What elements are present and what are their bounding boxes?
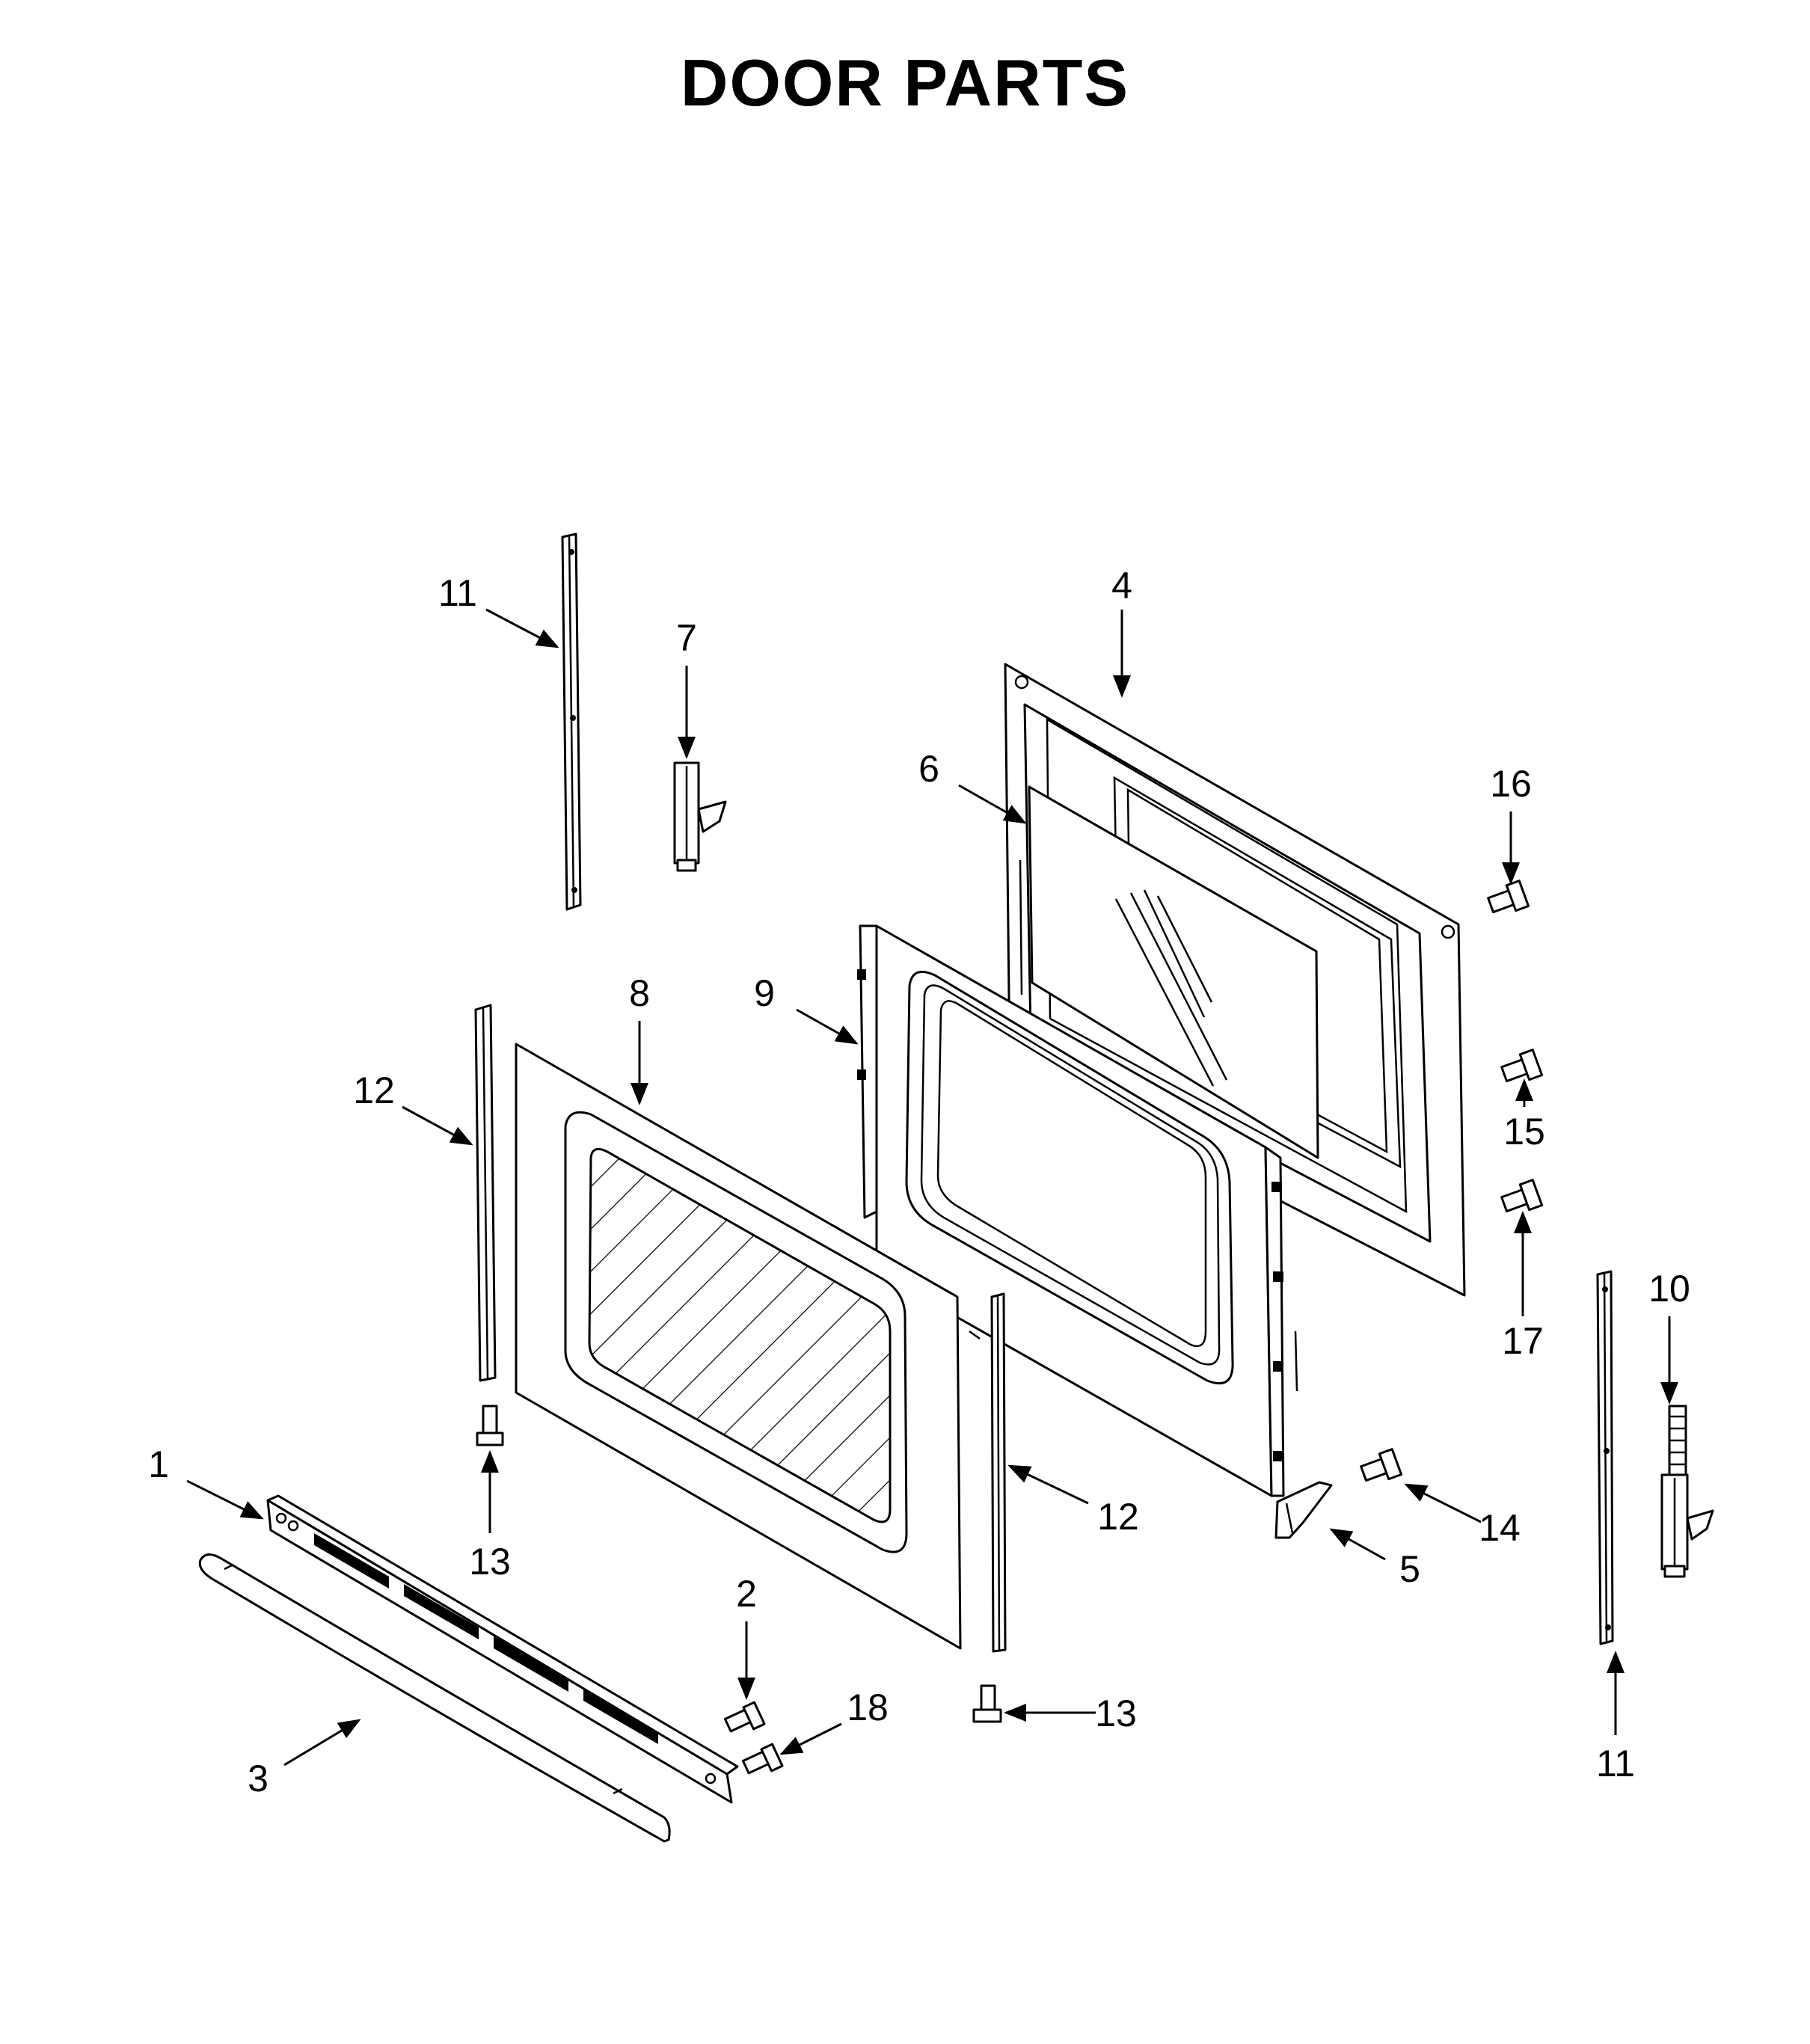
vent-trim <box>266 1494 739 1804</box>
callout-8: 8 <box>629 972 650 1014</box>
callout-9: 9 <box>754 972 775 1014</box>
callout-10: 10 <box>1648 1268 1690 1310</box>
page-title: DOOR PARTS <box>680 46 1130 120</box>
screw-16 <box>1487 880 1530 914</box>
callout-16: 16 <box>1490 763 1532 805</box>
callout-12-left: 12 <box>353 1069 395 1111</box>
callout-17: 17 <box>1502 1320 1544 1362</box>
callout-15: 15 <box>1503 1111 1545 1153</box>
glass-panel <box>1019 785 1319 1159</box>
door-liner-frame <box>857 924 1298 1497</box>
hinge-strip-lower-right <box>1596 1270 1614 1645</box>
callout-13-right: 13 <box>1095 1692 1137 1734</box>
callout-13-left: 13 <box>469 1541 511 1583</box>
callout-5: 5 <box>1399 1548 1420 1590</box>
screw-14 <box>1360 1448 1403 1482</box>
callout-labels: 11 7 4 6 16 9 8 12 15 17 10 12 14 5 1 13… <box>148 565 1690 1799</box>
callout-7: 7 <box>676 617 697 659</box>
callout-11-lower: 11 <box>1596 1743 1635 1784</box>
hinge-lower <box>1660 1405 1714 1578</box>
callout-18: 18 <box>847 1687 889 1728</box>
screw-2 <box>723 1701 766 1733</box>
callout-14: 14 <box>1479 1507 1521 1549</box>
callout-6: 6 <box>918 748 939 790</box>
callout-11-upper: 11 <box>438 572 477 614</box>
outer-door-panel <box>515 1043 962 1650</box>
door-handle <box>198 1553 671 1843</box>
hinge-upper <box>673 761 727 872</box>
callout-2: 2 <box>736 1573 757 1615</box>
screw-13-right <box>972 1684 1002 1723</box>
side-trim-right <box>969 1292 1007 1653</box>
door-bracket <box>1274 1481 1333 1539</box>
screw-18 <box>741 1743 784 1775</box>
leader-lines <box>186 608 1678 1767</box>
callout-12-right: 12 <box>1097 1496 1139 1538</box>
side-trim-left <box>474 1004 497 1382</box>
callout-3: 3 <box>248 1758 269 1799</box>
screw-17 <box>1500 1179 1544 1213</box>
callout-4: 4 <box>1111 565 1132 607</box>
callout-1: 1 <box>148 1443 169 1485</box>
screw-15 <box>1500 1049 1544 1083</box>
hinge-strip-upper-left <box>561 533 582 911</box>
screw-13-left <box>476 1405 504 1446</box>
